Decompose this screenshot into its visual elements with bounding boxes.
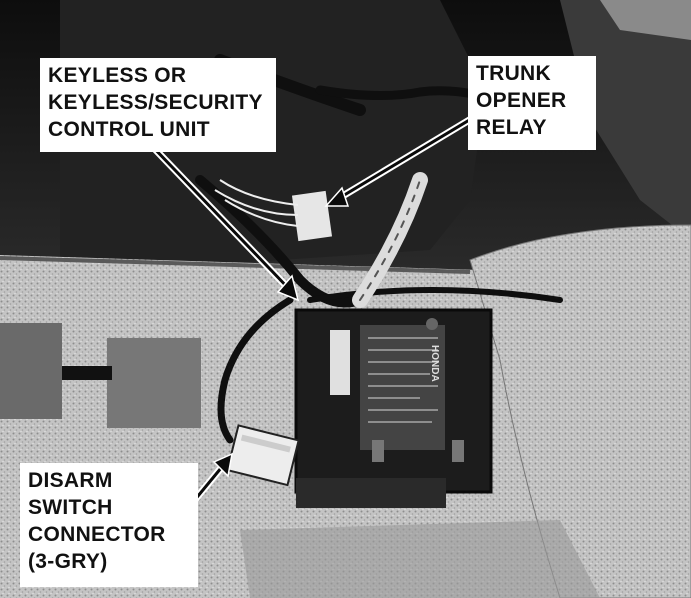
callout-line: SWITCH bbox=[28, 496, 113, 519]
keyless-arrowhead bbox=[276, 274, 300, 302]
callout-line: DISARM bbox=[28, 469, 113, 492]
right-panel-edge bbox=[600, 0, 691, 40]
disarm-switch-connector bbox=[226, 424, 300, 487]
callout-line: OPENER bbox=[476, 89, 567, 112]
disarm-arrowhead bbox=[212, 452, 233, 478]
callout-keyless-control-unit: KEYLESS OR KEYLESS/SECURITY CONTROL UNIT bbox=[40, 58, 276, 152]
black-bar bbox=[62, 366, 112, 380]
callout-line: CONTROL UNIT bbox=[48, 118, 210, 141]
callout-trunk-opener-relay: TRUNK OPENER RELAY bbox=[468, 56, 596, 150]
callout-disarm-switch-connector: DISARM SWITCH CONNECTOR (3-GRY) bbox=[20, 463, 198, 587]
bottom-tray bbox=[240, 520, 600, 598]
trunk-opener-relay bbox=[289, 188, 335, 244]
trunk-arrowhead bbox=[324, 186, 350, 207]
foam-block-left bbox=[0, 323, 62, 419]
callout-line: KEYLESS OR bbox=[48, 64, 187, 87]
callout-line: KEYLESS/SECURITY bbox=[48, 91, 263, 114]
keyless-leader bbox=[148, 142, 294, 294]
callout-line: CONNECTOR bbox=[28, 523, 166, 546]
leader-lines bbox=[147, 106, 488, 533]
floor-seam bbox=[0, 256, 471, 274]
trunk-leader bbox=[335, 108, 487, 202]
carpet-right-mound bbox=[469, 224, 691, 598]
callout-line: (3-GRY) bbox=[28, 550, 108, 573]
callout-line: TRUNK bbox=[476, 62, 551, 85]
control-unit: HONDA bbox=[294, 308, 493, 508]
leader-arrowheads bbox=[212, 186, 350, 478]
unit-brand-text: HONDA bbox=[429, 345, 440, 382]
relay-wires bbox=[214, 179, 299, 227]
foam-block-center bbox=[107, 338, 201, 428]
callout-line: RELAY bbox=[476, 116, 547, 139]
